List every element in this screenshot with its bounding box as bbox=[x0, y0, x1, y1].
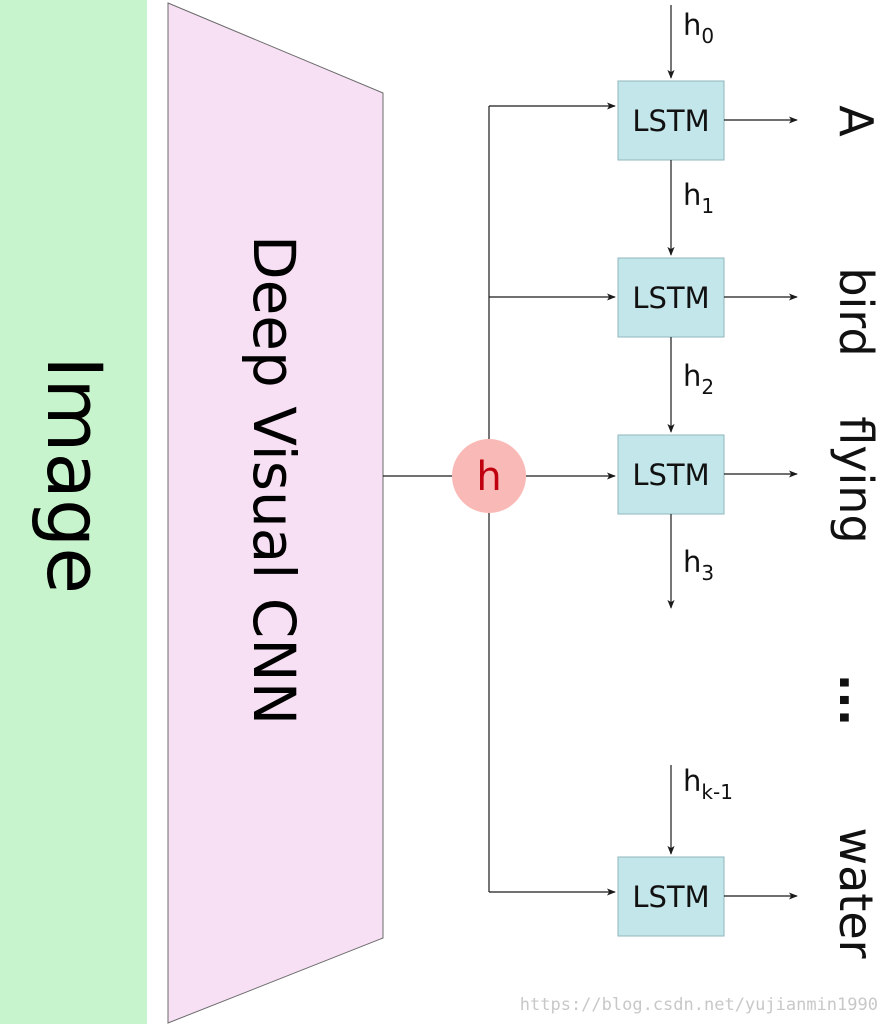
lstm-cell-4: LSTM bbox=[617, 856, 725, 937]
feature-node bbox=[452, 439, 526, 513]
output-word-2: bird bbox=[829, 267, 883, 356]
lstm-cell-1: LSTM bbox=[617, 80, 725, 161]
hidden-state-2-label: h2 bbox=[683, 359, 714, 399]
image-label: Image bbox=[30, 356, 119, 594]
image-input-block bbox=[0, 0, 147, 1024]
lstm-cell-3-label: LSTM bbox=[632, 458, 709, 492]
hidden-state-1-label: h1 bbox=[683, 178, 714, 218]
cnn-label: Deep Visual CNN bbox=[240, 235, 308, 725]
output-word-3: flying bbox=[829, 416, 883, 543]
lstm-cell-2: LSTM bbox=[617, 257, 725, 338]
output-ellipsis: ... bbox=[829, 674, 883, 726]
feature-label: h bbox=[476, 454, 501, 500]
hidden-state-0-label: h0 bbox=[683, 8, 714, 48]
cnn-block bbox=[167, 2, 384, 1024]
output-word-5: water bbox=[829, 827, 883, 958]
output-word-1: A bbox=[829, 105, 883, 137]
lstm-cell-4-label: LSTM bbox=[632, 880, 709, 914]
watermark-text: https://blog.csdn.net/yujianmin1990 bbox=[520, 995, 878, 1015]
hidden-state-3-label: h3 bbox=[683, 545, 714, 585]
lstm-cell-1-label: LSTM bbox=[632, 104, 709, 138]
lstm-cell-3: LSTM bbox=[617, 434, 725, 515]
hidden-state-k-1-label: hk-1 bbox=[683, 764, 733, 804]
lstm-cell-2-label: LSTM bbox=[632, 281, 709, 315]
